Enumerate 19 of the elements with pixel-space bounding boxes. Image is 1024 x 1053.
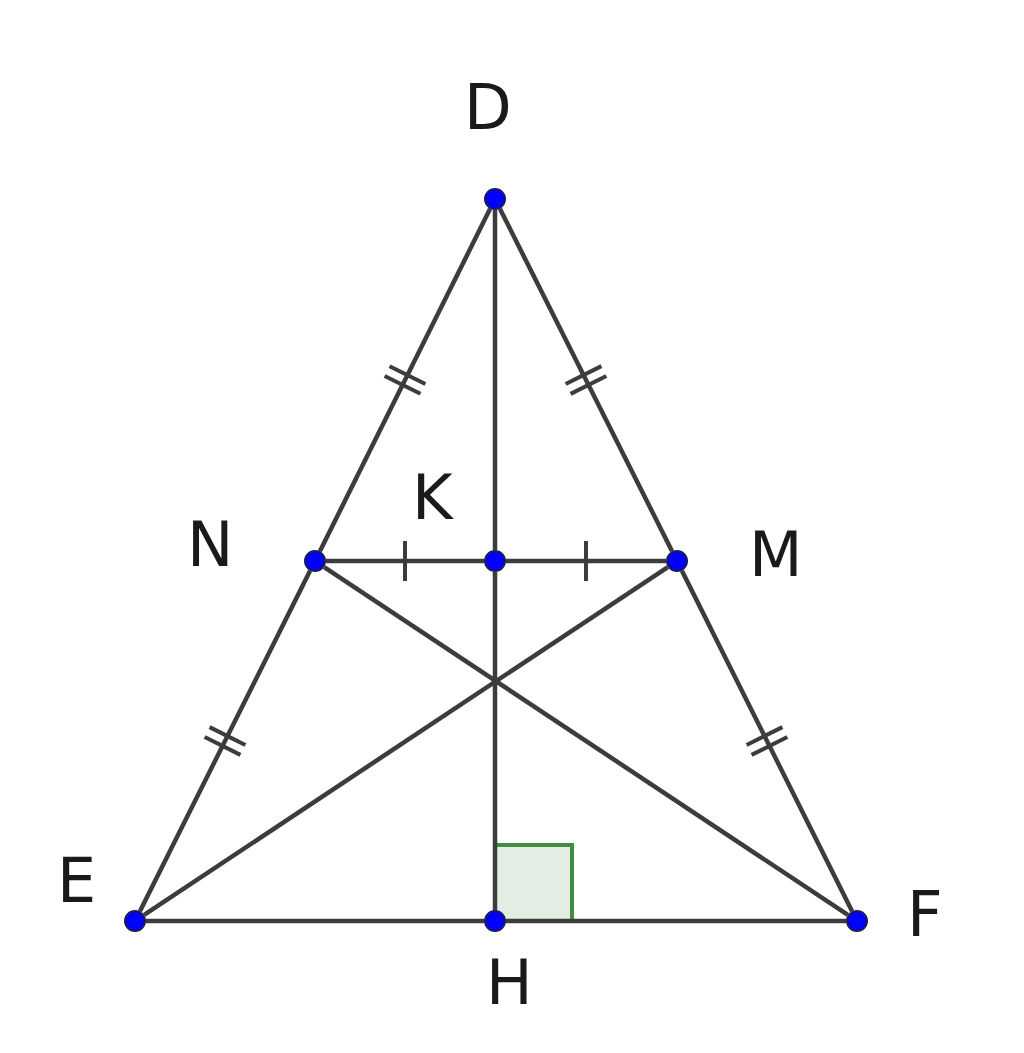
point-label: H bbox=[486, 952, 533, 1014]
line-segment bbox=[497, 207, 675, 553]
point-label: D bbox=[464, 77, 512, 139]
line-segment bbox=[142, 565, 670, 917]
line-segment bbox=[137, 569, 313, 913]
line-segment bbox=[326, 558, 484, 564]
line-segment bbox=[322, 565, 850, 917]
line-segment bbox=[506, 918, 846, 924]
point-label: F bbox=[907, 884, 943, 946]
line-segment bbox=[146, 918, 484, 924]
point-label: E bbox=[57, 850, 97, 912]
point-label: N bbox=[187, 514, 234, 576]
point-label: K bbox=[412, 467, 453, 529]
line-segment bbox=[492, 572, 498, 910]
line-segment bbox=[506, 558, 666, 564]
line-segment bbox=[679, 569, 855, 913]
line-segment bbox=[492, 210, 498, 550]
point-label: M bbox=[749, 524, 803, 586]
line-segment bbox=[317, 207, 493, 553]
